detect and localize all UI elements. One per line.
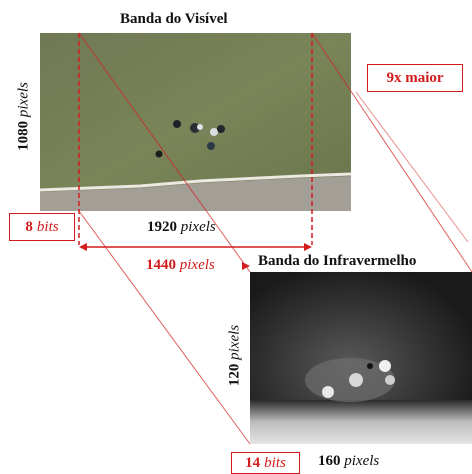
infrared-width-unit: pixels xyxy=(344,453,380,469)
crop-width-arrow xyxy=(79,243,312,251)
visible-bits-value: 8 xyxy=(25,218,33,235)
infrared-band-title: Banda do Infravermelho xyxy=(258,253,417,269)
visible-bits-unit: bits xyxy=(36,218,59,235)
ratio-badge: 9x maior xyxy=(367,64,463,92)
infrared-bits-unit: bits xyxy=(264,454,286,471)
projection-lines xyxy=(78,32,472,445)
visible-height-label: 1080 pixels xyxy=(16,67,33,167)
visible-width-label: 1920 pixels xyxy=(147,219,216,236)
infrared-bits-badge: 14 bits xyxy=(231,452,300,474)
visible-width-unit: pixels xyxy=(180,219,216,235)
crop-width-value: 1440 xyxy=(146,257,176,273)
infrared-band-image xyxy=(250,272,472,444)
infrared-height-label: 120 pixels xyxy=(227,306,244,406)
infrared-bits-value: 14 xyxy=(245,454,261,471)
ratio-label: 9x maior xyxy=(386,69,444,86)
visible-width-value: 1920 xyxy=(147,219,177,235)
crop-label-pointer xyxy=(242,262,250,270)
infrared-width-label: 160 pixels xyxy=(318,453,379,470)
visible-band-image xyxy=(39,33,352,211)
visible-bits-badge: 8 bits xyxy=(9,213,75,241)
crop-width-unit: pixels xyxy=(179,257,215,273)
crop-width-label: 1440 pixels xyxy=(146,257,215,274)
visible-height-unit: pixels xyxy=(15,82,32,118)
infrared-width-value: 160 xyxy=(318,453,341,469)
infrared-height-unit: pixels xyxy=(226,324,243,360)
infrared-height-value: 120 xyxy=(226,363,243,387)
visible-band-title: Banda do Visível xyxy=(120,11,228,27)
visible-height-value: 1080 xyxy=(15,120,32,151)
